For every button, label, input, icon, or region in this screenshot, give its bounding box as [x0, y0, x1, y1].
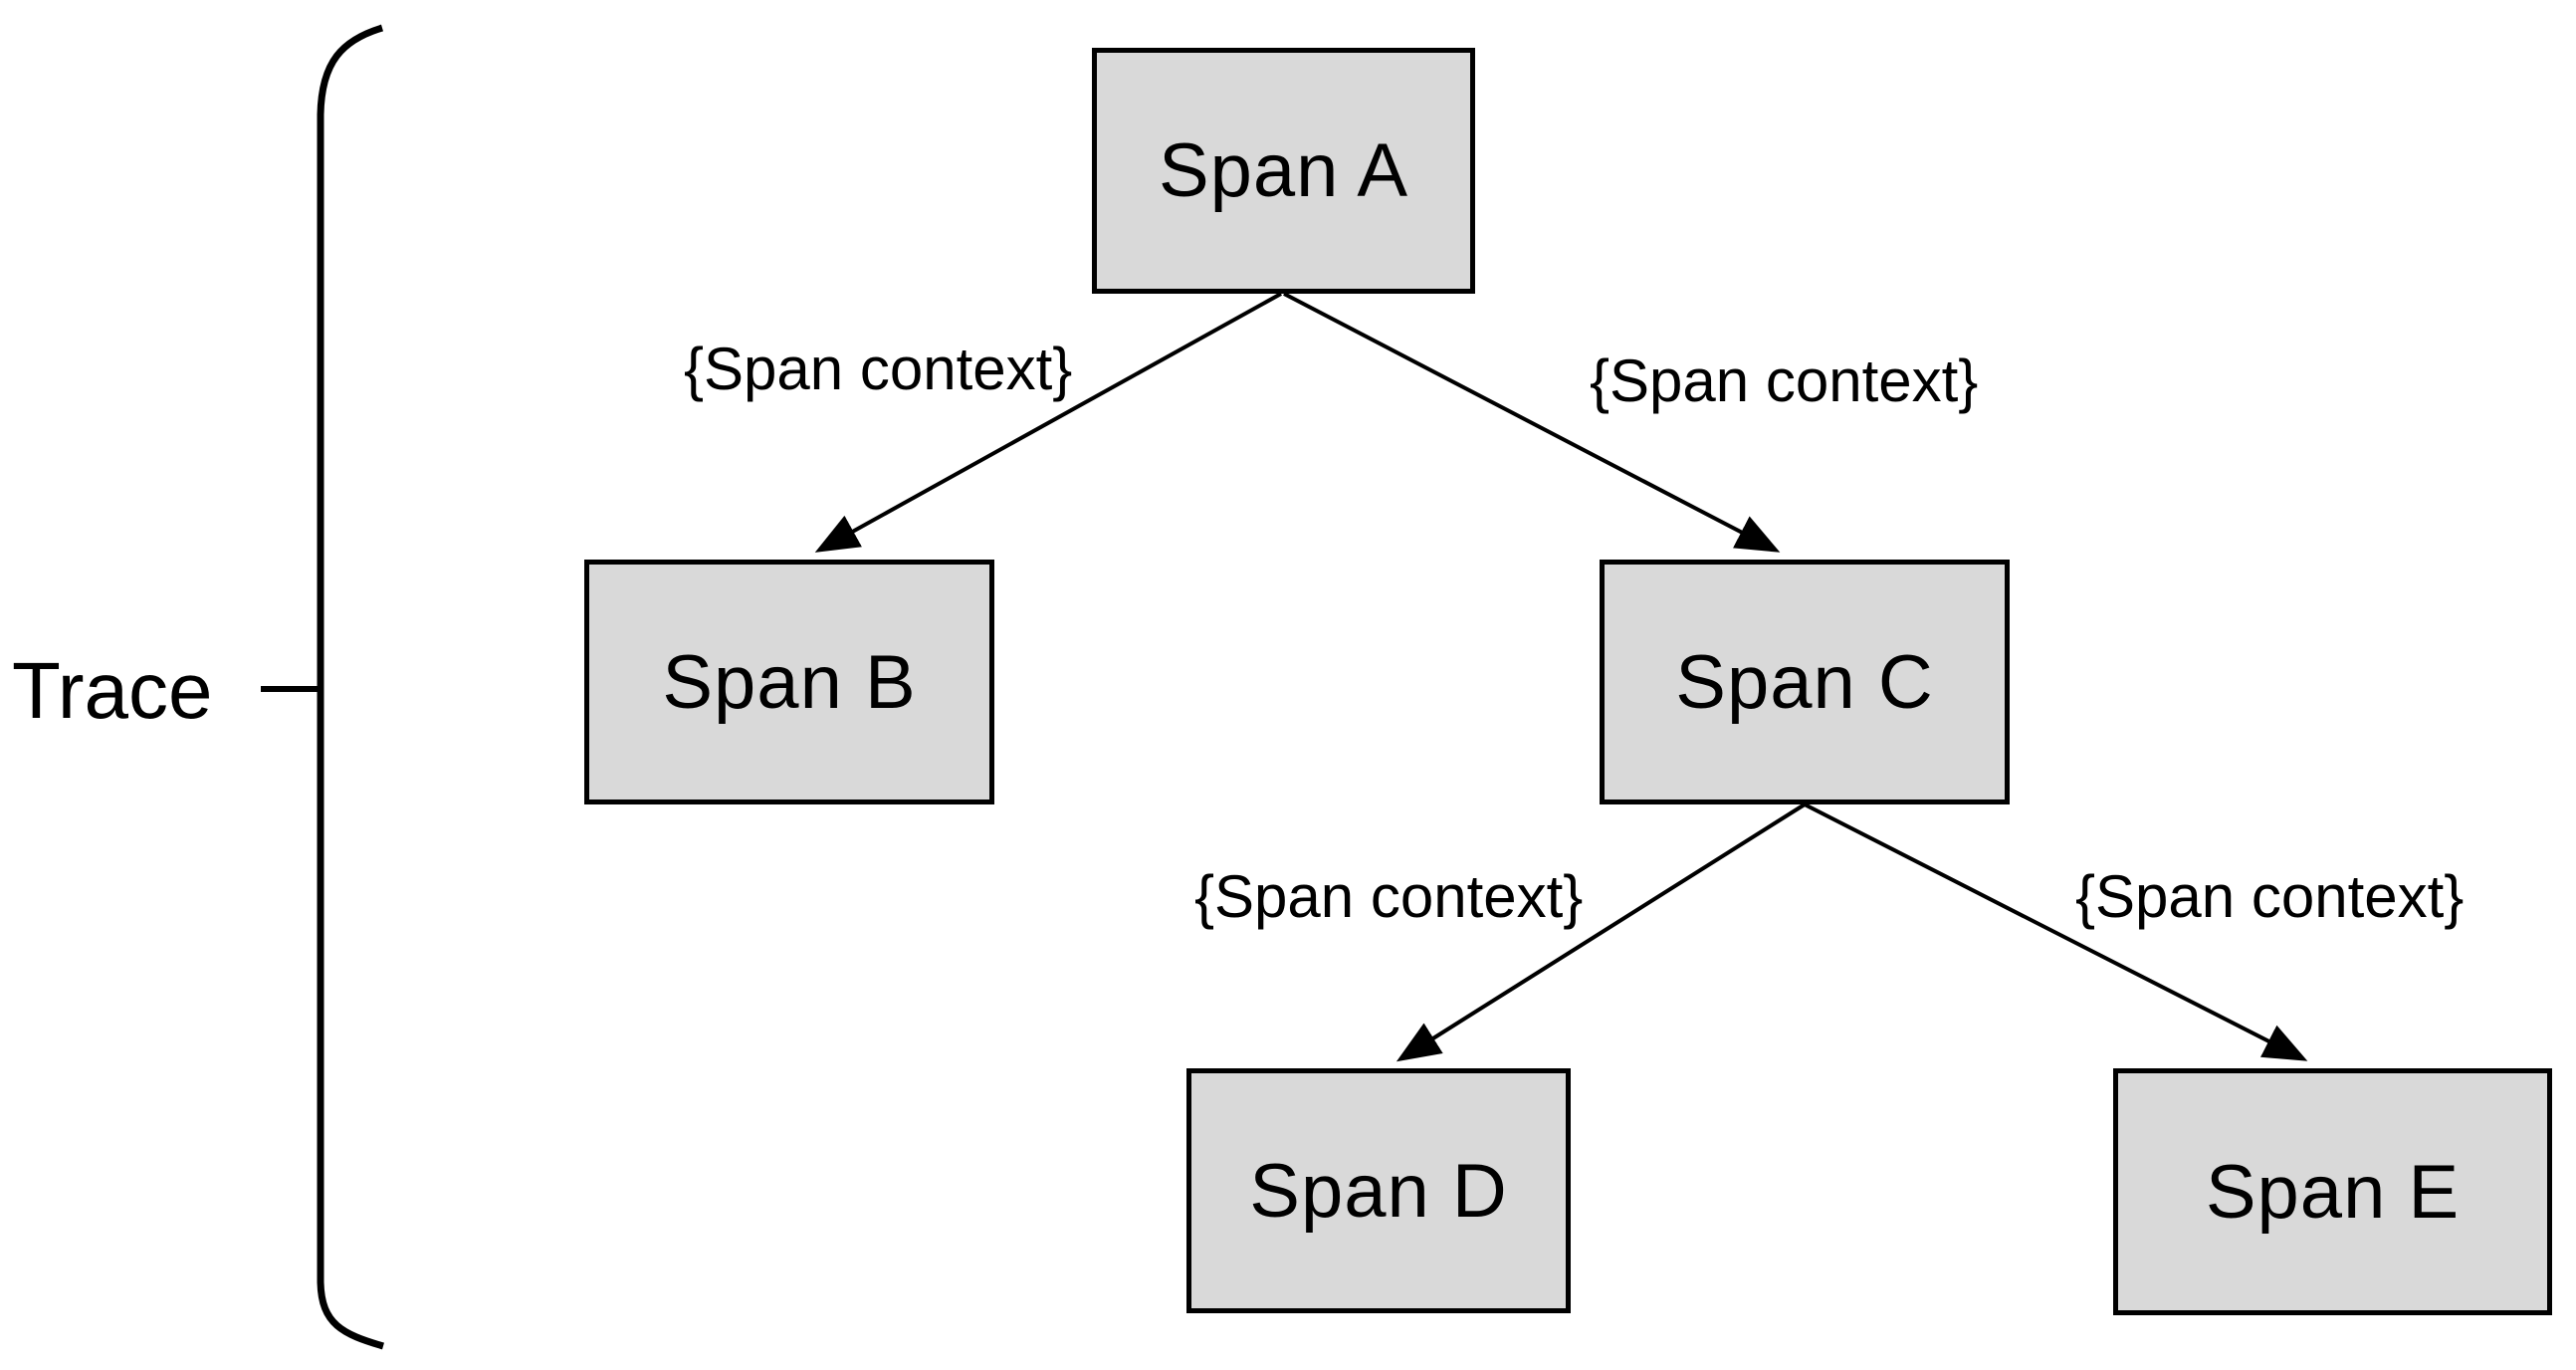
node-span-e-label: Span E	[2205, 1149, 2461, 1235]
node-span-e: Span E	[2113, 1068, 2552, 1315]
edge-label-c-e: {Span context}	[2075, 863, 2465, 930]
node-span-c-label: Span C	[1675, 639, 1934, 725]
node-span-c: Span C	[1600, 560, 2010, 804]
node-span-d-label: Span D	[1249, 1148, 1508, 1234]
edge-label-a-b: {Span context}	[684, 336, 1073, 402]
trace-bracket	[317, 24, 384, 1350]
trace-label: Trace	[12, 646, 213, 735]
edge-a-c	[1283, 292, 1781, 553]
node-span-d: Span D	[1186, 1068, 1571, 1313]
node-span-a: Span A	[1092, 48, 1475, 294]
edge-label-c-d: {Span context}	[1194, 863, 1584, 930]
node-span-a-label: Span A	[1158, 128, 1409, 213]
node-span-b-label: Span B	[662, 639, 917, 725]
edge-c-e	[1804, 802, 2308, 1061]
node-span-b: Span B	[584, 560, 994, 804]
edge-c-d	[1395, 802, 1807, 1062]
edge-a-b	[814, 292, 1282, 553]
edge-label-a-c: {Span context}	[1590, 347, 1979, 414]
